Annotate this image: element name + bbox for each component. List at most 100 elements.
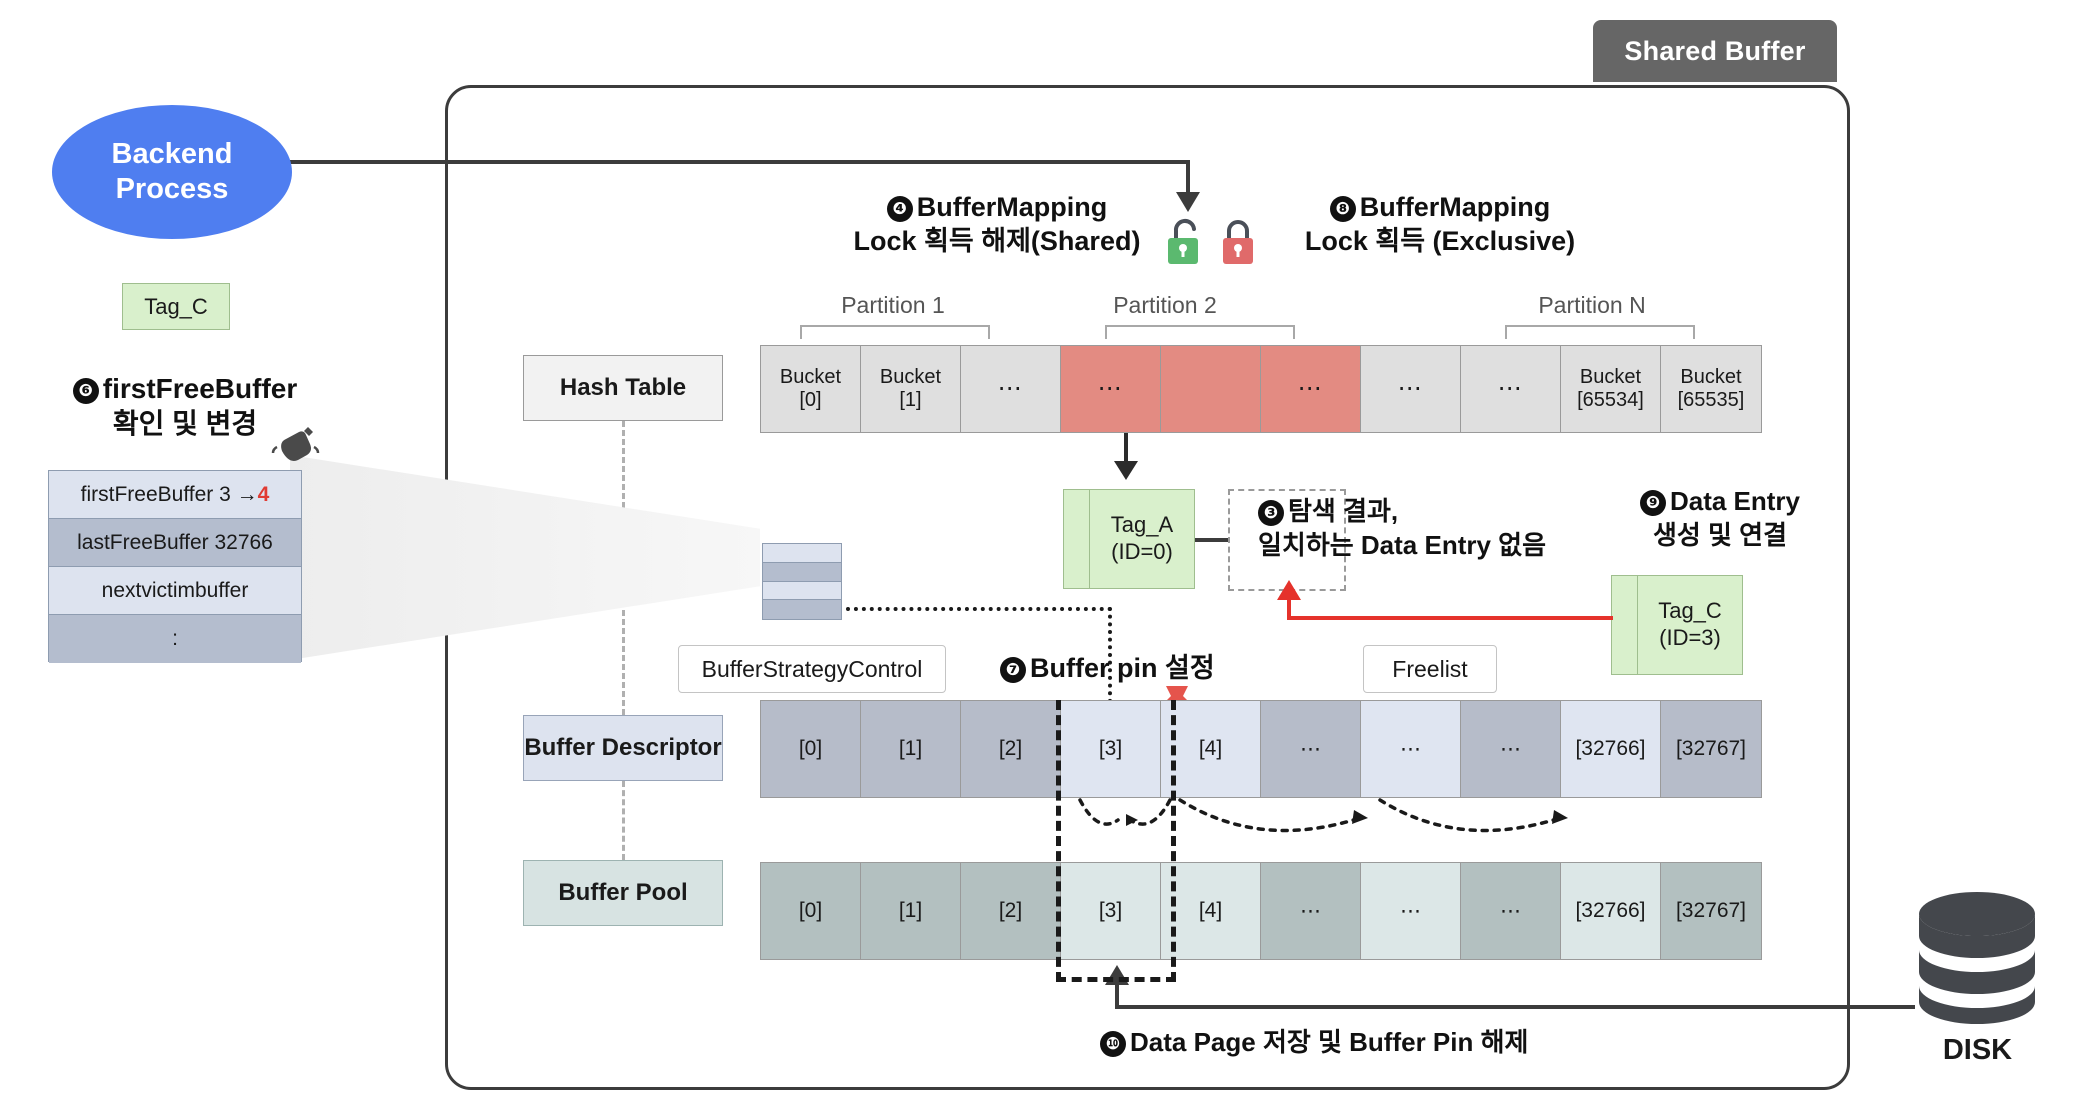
buffer-pool-cell: [32766] xyxy=(1561,863,1661,959)
hash-bucket-cell: ⋯ xyxy=(1361,346,1461,432)
buffer-descriptor-cell: ⋯ xyxy=(1261,701,1361,797)
bucket-cell-line1: Bucket xyxy=(779,366,842,388)
backend-process-line2: Process xyxy=(115,173,229,205)
buffer-pool-label: Buffer Pool xyxy=(523,860,723,926)
buffer-descriptor-cell: [3] xyxy=(1061,701,1161,797)
tag-c-id: (ID=3) xyxy=(1659,625,1721,650)
first-free-buffer-label: firstFreeBuffer 3 → xyxy=(80,482,258,506)
disk-connector-riser xyxy=(1115,985,1119,1009)
tag-c-data-entry: Tag_C (ID=3) xyxy=(1611,575,1743,675)
partition-1-bracket xyxy=(800,325,990,339)
locked-padlock-icon xyxy=(1223,220,1253,264)
step6-line2: 확인 및 변경 xyxy=(112,407,258,439)
buffer-pool-cell: [1] xyxy=(861,863,961,959)
table-row: firstFreeBuffer 3 → 4 xyxy=(49,471,301,519)
step6-marker-icon: ❻ xyxy=(72,378,99,404)
pinned-buffer-highlight xyxy=(1056,700,1176,982)
hash-table-bucket-row: Bucket[0]Bucket[1]⋯⋯⋯⋯⋯Bucket[65534]Buck… xyxy=(760,345,1762,433)
bucket-cell-line1: Bucket xyxy=(1680,366,1742,388)
step4-marker-icon: ❸ xyxy=(1258,500,1284,526)
bucket-cell-line2: ⋯ xyxy=(1397,375,1424,403)
step9-line2: 생성 및 연결 xyxy=(1652,519,1788,550)
buffer-descriptor-cell: [4] xyxy=(1161,701,1261,797)
bucket-cell-line1: Bucket xyxy=(879,366,942,388)
buffer-descriptor-cell: [0] xyxy=(761,701,861,797)
buffer-pool-cell: [0] xyxy=(761,863,861,959)
tag-c-name: Tag_C xyxy=(1658,598,1722,624)
step8-line1: BufferMapping xyxy=(1359,192,1551,222)
freelist-box: Freelist xyxy=(1363,645,1497,693)
disk-connector-line xyxy=(1115,1005,1915,1009)
strategy-dotted-riser xyxy=(1108,607,1112,703)
step4-line1: 탐색 결과, xyxy=(1288,496,1399,526)
bucket-cell-line2: ⋯ xyxy=(1297,375,1324,403)
hash-bucket-cell: ⋯ xyxy=(1461,346,1561,432)
tag-a-name: Tag_A xyxy=(1110,512,1174,538)
hash-to-tag-line xyxy=(1124,433,1128,465)
hash-bucket-cell: Bucket[0] xyxy=(761,346,861,432)
vertical-dashed-connector xyxy=(622,781,625,860)
freelist-link-arrows xyxy=(1078,798,1568,833)
buffer-pool-cell: [2] xyxy=(961,863,1061,959)
buffer-pool-cell: [32767] xyxy=(1661,863,1761,959)
step8-marker-icon: ❽ xyxy=(1329,196,1356,222)
stack-row xyxy=(763,562,841,582)
step5-line1: BufferMapping xyxy=(916,192,1108,222)
tag-c-link-arrow-icon xyxy=(1277,580,1301,600)
step6-line1: firstFreeBuffer xyxy=(102,373,298,404)
partition-2-label: Partition 2 xyxy=(1113,292,1217,318)
partition-1-label: Partition 1 xyxy=(841,292,945,318)
hash-table-label: Hash Table xyxy=(523,355,723,421)
step9-line1: Data Entry xyxy=(1669,486,1801,516)
database-disk-icon xyxy=(1919,892,2035,1024)
buffer-descriptor-cell: [1] xyxy=(861,701,961,797)
table-row: nextvictimbuffer xyxy=(49,567,301,615)
step7-text-value: Buffer pin 설정 xyxy=(1030,653,1215,683)
buffer-descriptor-row: [0][1][2][3][4]⋯⋯⋯[32766][32767] xyxy=(760,700,1762,798)
step5-line2: Lock 획득 해제(Shared) xyxy=(853,226,1141,257)
step8-line2: Lock 획득 (Exclusive) xyxy=(1304,226,1576,257)
step10-marker-icon: ❿ xyxy=(1100,1031,1126,1057)
buffer-pool-cell: [3] xyxy=(1061,863,1161,959)
partition-2-bracket xyxy=(1105,325,1295,339)
hash-bucket-cell: ⋯ xyxy=(1261,346,1361,432)
buffer-descriptor-cell: ⋯ xyxy=(1361,701,1461,797)
buffer-descriptor-cell: ⋯ xyxy=(1461,701,1561,797)
backend-arrow-icon xyxy=(1176,192,1200,212)
step4-line2: 일치하는 Data Entry 없음 xyxy=(1258,529,1547,560)
partition-n-bracket xyxy=(1505,325,1695,339)
buffer-descriptor-label: Buffer Descriptor xyxy=(523,715,723,781)
shared-buffer-title: Shared Buffer xyxy=(1593,20,1837,82)
table-row: lastFreeBuffer 32766 xyxy=(49,519,301,567)
hash-bucket-cell: ⋯ xyxy=(961,346,1061,432)
tag-c-body: Tag_C (ID=3) xyxy=(1638,576,1742,674)
hash-bucket-cell: Bucket[1] xyxy=(861,346,961,432)
tag-c-stub xyxy=(1612,576,1638,674)
tag-c-link-line xyxy=(1287,616,1613,620)
bucket-cell-line2: ⋯ xyxy=(997,375,1024,403)
stack-row xyxy=(763,581,841,601)
disk-label: DISK xyxy=(1942,1034,2013,1066)
backend-process-line1: Backend xyxy=(111,137,233,170)
buffer-strategy-control-table: firstFreeBuffer 3 → 4 lastFreeBuffer 327… xyxy=(48,470,302,663)
backend-connector-line xyxy=(290,160,1190,164)
tag-a-body: Tag_A (ID=0) xyxy=(1090,490,1194,588)
backend-connector-down xyxy=(1186,160,1190,198)
buffer-pool-cell: [4] xyxy=(1161,863,1261,959)
bucket-cell-line2: [65535] xyxy=(1677,389,1745,411)
tag-a-id: (ID=0) xyxy=(1111,539,1173,564)
strategy-dotted-line xyxy=(846,607,1112,611)
tag-c-standalone-box: Tag_C xyxy=(122,283,230,330)
hash-to-tag-arrow-icon xyxy=(1114,461,1138,480)
unlocked-padlock-icon xyxy=(1168,219,1198,264)
bucket-cell-line2: [65534] xyxy=(1577,389,1644,411)
tag-c-link-riser xyxy=(1287,599,1291,619)
stack-row xyxy=(763,600,841,619)
step9-marker-icon: ❾ xyxy=(1639,490,1666,516)
bucket-cell-line1: Bucket xyxy=(1579,366,1642,388)
bucket-cell-line2: [1] xyxy=(899,389,922,411)
